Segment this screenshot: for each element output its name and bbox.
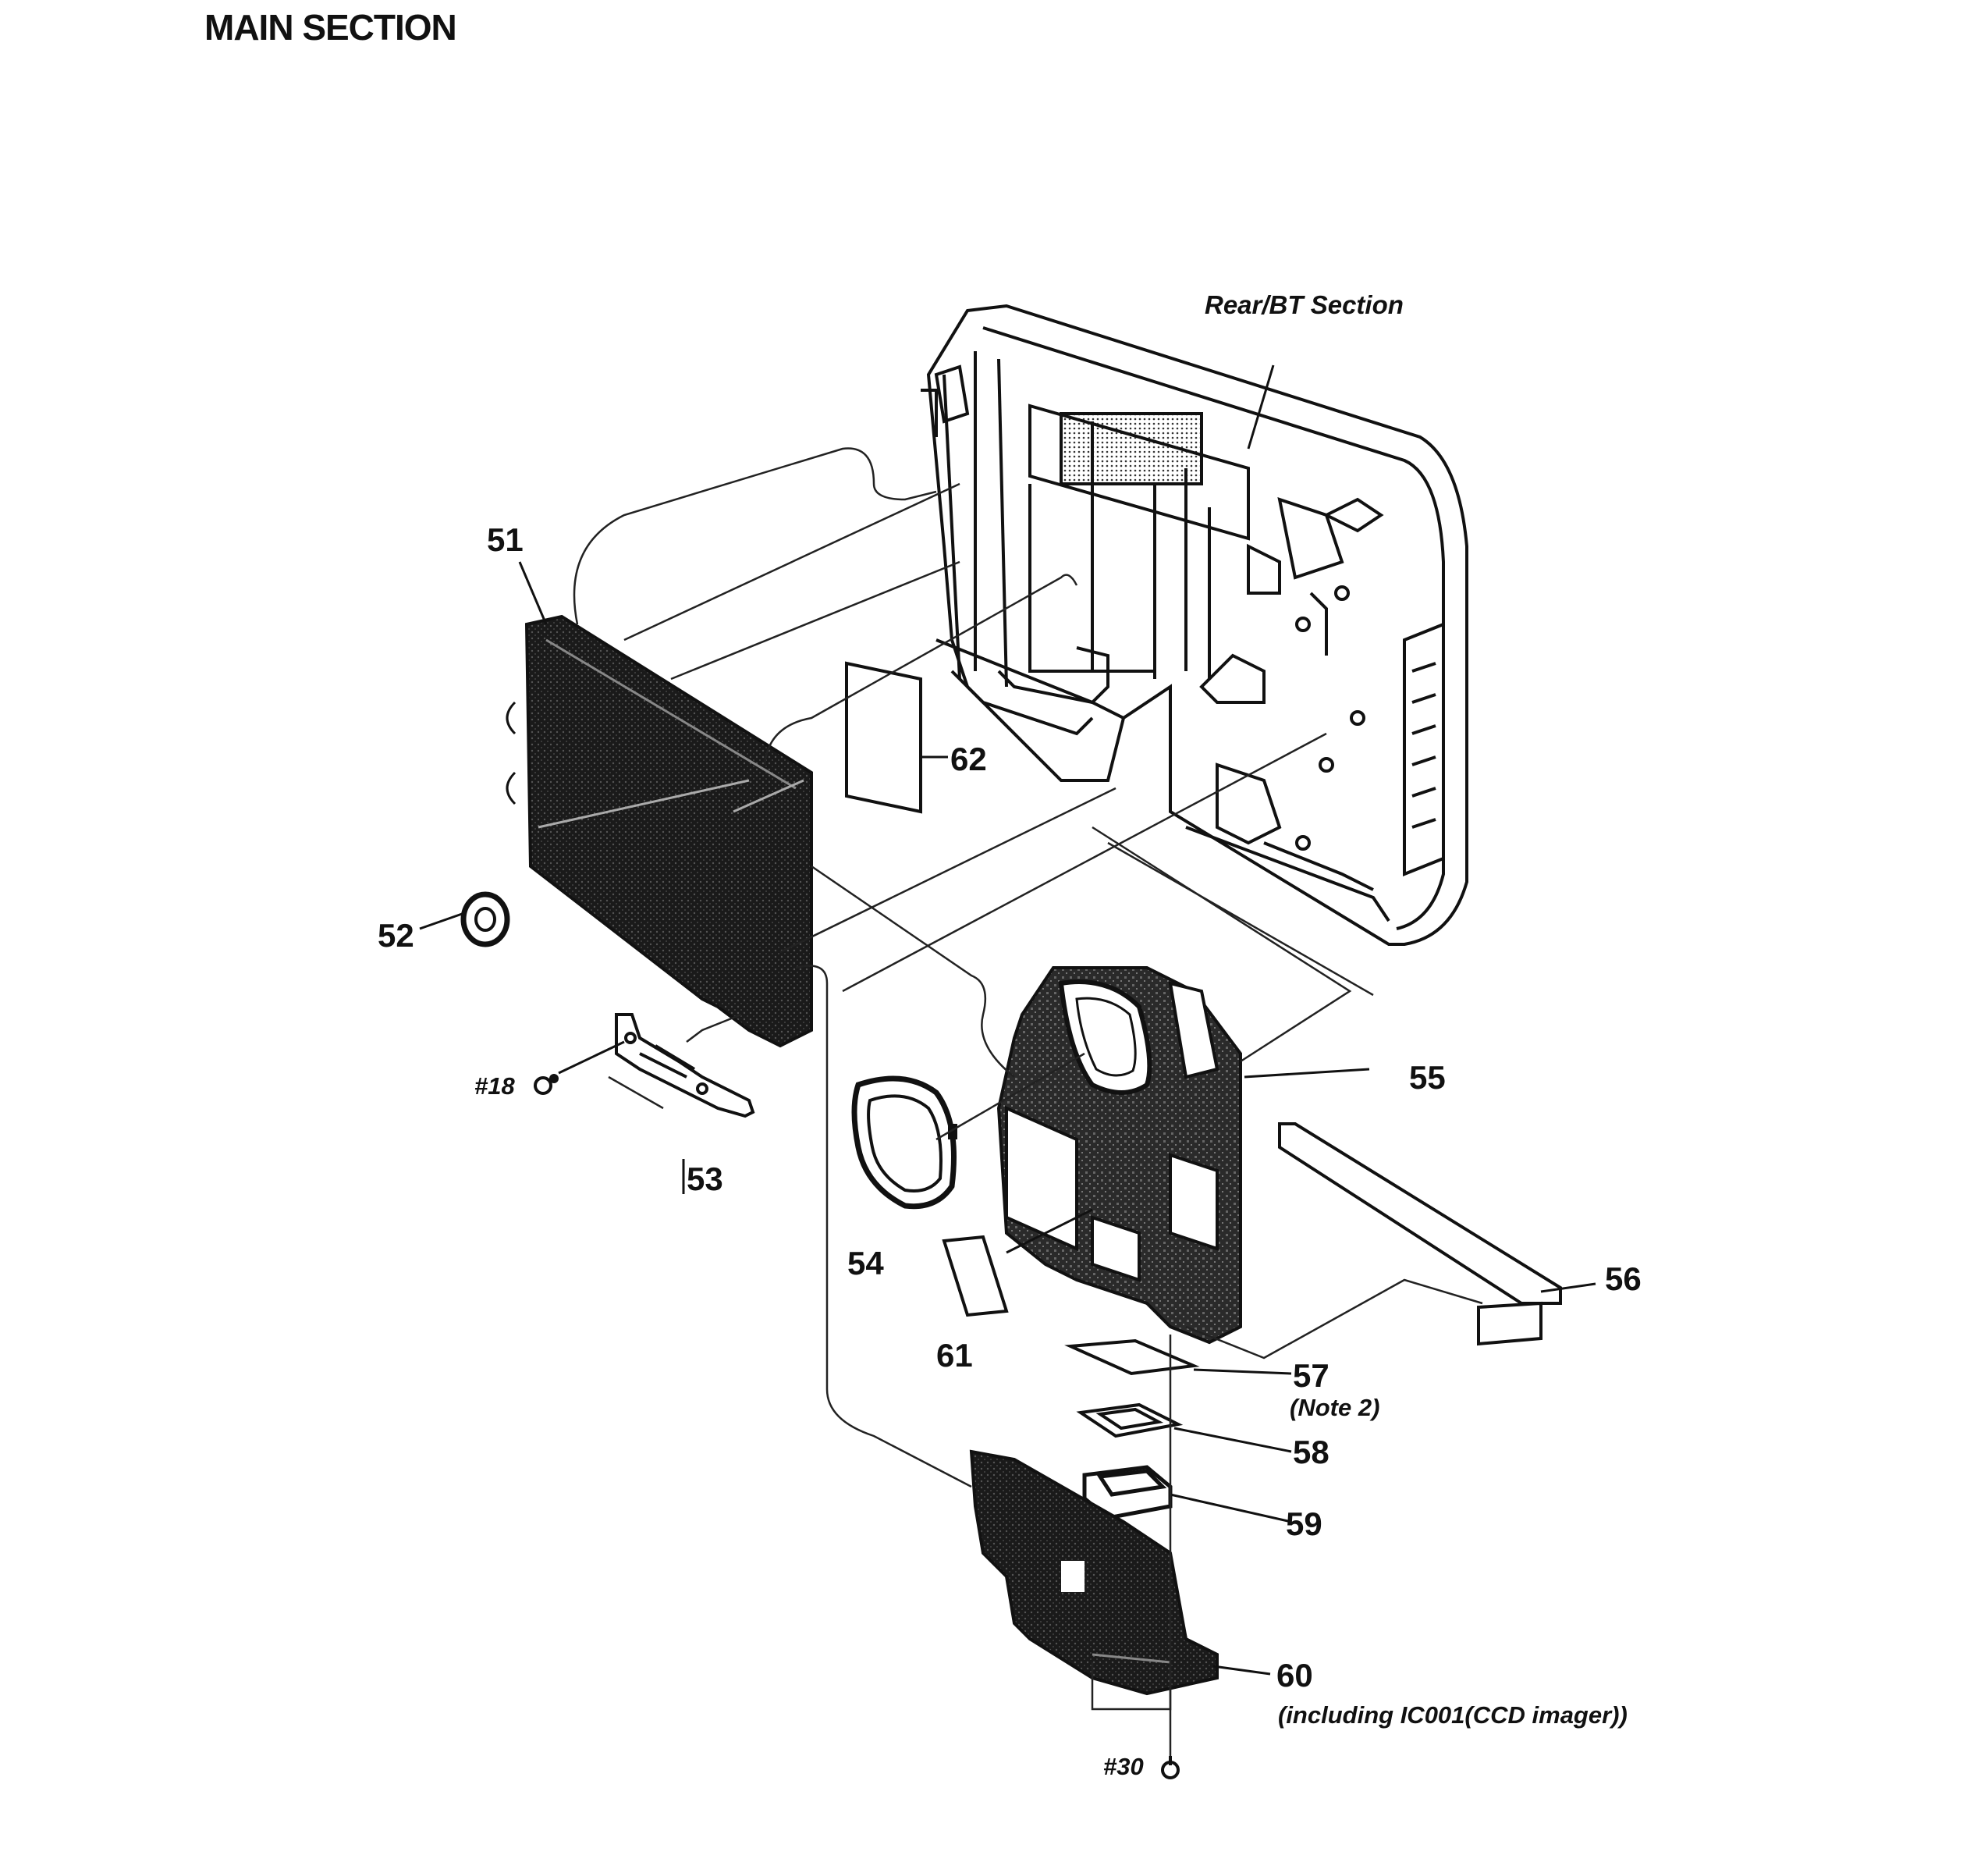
part-60-board xyxy=(969,1449,1219,1696)
callout-57-note: (Note 2) xyxy=(1290,1394,1380,1421)
screw-18-label: #18 xyxy=(474,1072,515,1100)
part-57-sheet xyxy=(1064,1338,1200,1376)
part-58-gasket xyxy=(1076,1402,1184,1438)
rear-bt-section-housing xyxy=(921,304,1468,946)
part-55-main-block xyxy=(996,966,1242,1345)
part-52-ring xyxy=(460,891,510,947)
part-61-sheet xyxy=(942,1235,1009,1317)
callout-55: 55 xyxy=(1409,1059,1446,1096)
callout-59: 59 xyxy=(1286,1505,1322,1542)
callout-51: 51 xyxy=(487,521,524,558)
screw-30 xyxy=(1161,1756,1180,1779)
callout-53: 53 xyxy=(687,1160,723,1197)
callout-leader-lines xyxy=(419,561,1596,1676)
section-reference-label: Rear/BT Section xyxy=(1205,290,1404,319)
callout-56: 56 xyxy=(1605,1260,1642,1297)
callout-62: 62 xyxy=(950,741,987,777)
rear-bt-leader-line xyxy=(1247,364,1275,450)
callout-60: 60 xyxy=(1276,1657,1313,1694)
callout-57: 57 xyxy=(1293,1357,1329,1394)
assembly-guide-lines xyxy=(573,447,1483,1756)
callout-60-note: (including IC001(CCD imager)) xyxy=(1278,1701,1628,1729)
page-title: MAIN SECTION xyxy=(204,7,457,48)
part-51-panel xyxy=(506,614,813,1048)
callout-58: 58 xyxy=(1293,1434,1329,1470)
callout-61: 61 xyxy=(936,1337,973,1374)
callout-52: 52 xyxy=(378,917,414,954)
part-62-sheet xyxy=(845,661,922,814)
part-53-bracket xyxy=(615,1013,755,1118)
callout-54: 54 xyxy=(847,1245,884,1281)
part-54-lens-ring xyxy=(851,1075,957,1210)
part-59-holder xyxy=(1082,1465,1173,1520)
screw-18 xyxy=(534,1074,559,1095)
screw-30-label: #30 xyxy=(1103,1753,1144,1780)
part-56-flex-cable xyxy=(1278,1122,1562,1346)
